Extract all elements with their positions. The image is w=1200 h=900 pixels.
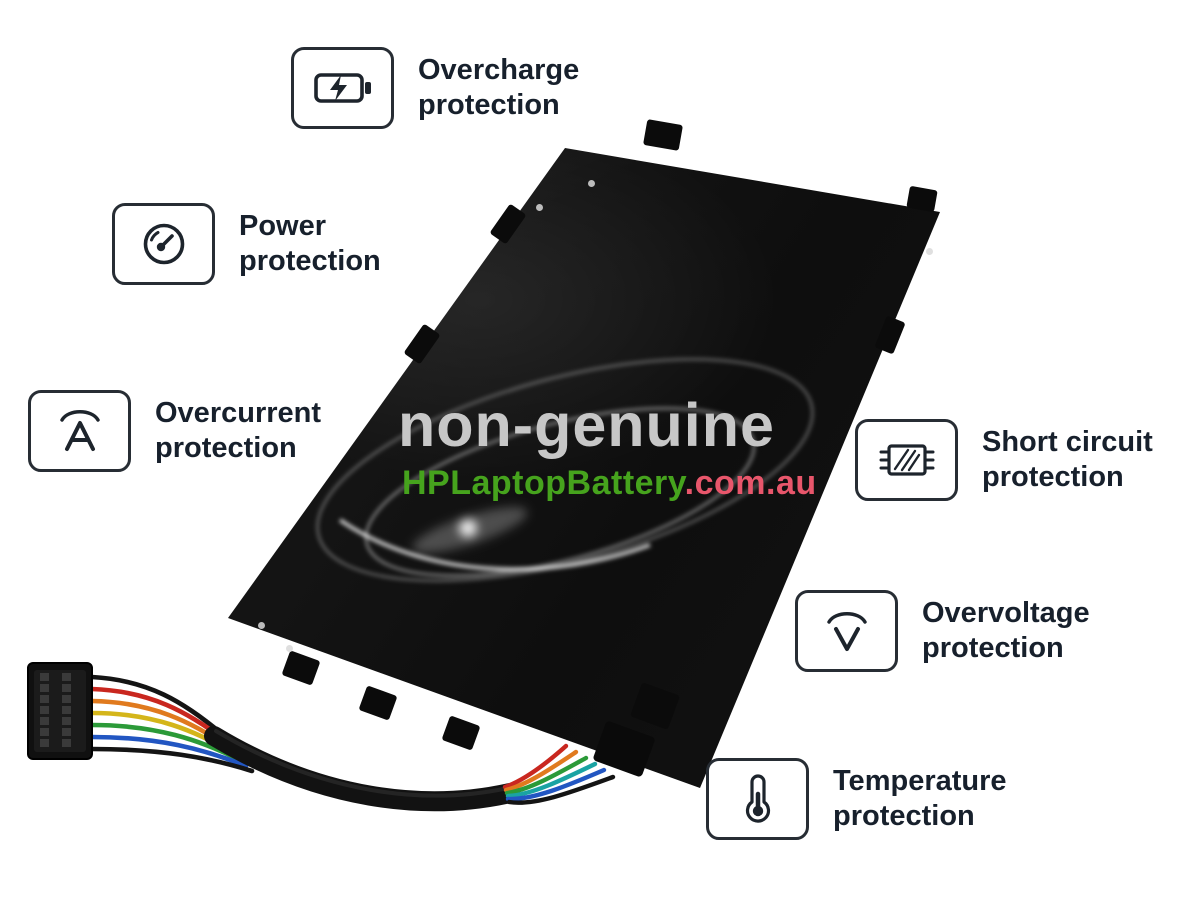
feature-overcurrent: Overcurrent protection	[28, 390, 321, 472]
watermark-brand: HPLaptopBattery.com.au	[402, 464, 817, 503]
feature-overvoltage: Overvoltage protection	[795, 590, 1090, 672]
battery-tab	[643, 119, 683, 151]
feature-short-circuit: Short circuit protection	[855, 419, 1153, 501]
watermark-domain-suffix: .com.au	[684, 464, 817, 502]
battery-rivet	[536, 204, 543, 211]
feature-temperature-label: Temperature protection	[833, 765, 1007, 832]
battery-tab	[358, 685, 398, 721]
battery-charging-icon	[291, 47, 394, 129]
power-gauge-icon	[112, 203, 215, 285]
battery-rivet	[926, 248, 933, 255]
feature-power: Power protection	[112, 203, 381, 285]
battery-rivet	[286, 645, 293, 652]
feature-power-label: Power protection	[239, 210, 381, 277]
feature-temperature: Temperature protection	[706, 758, 1007, 840]
feature-overcurrent-label: Overcurrent protection	[155, 397, 322, 464]
cable-wires	[89, 674, 255, 774]
cable-connector	[27, 662, 93, 760]
battery-rivet	[588, 180, 595, 187]
watermark-brand-name: HPLaptopBattery	[402, 464, 685, 502]
watermark-title: non-genuine	[398, 391, 775, 459]
circuit-chip-icon	[855, 419, 958, 501]
cable-fanout-wires	[502, 743, 616, 805]
battery-tab	[281, 650, 321, 686]
overvoltage-icon	[795, 590, 898, 672]
battery-tab	[906, 185, 938, 213]
thermometer-icon	[706, 758, 809, 840]
battery-tab	[441, 715, 481, 751]
battery-rivet	[258, 622, 265, 629]
overcurrent-ampere-icon	[28, 390, 131, 472]
feature-overcharge: Overcharge protection	[291, 47, 579, 129]
feature-overcharge-label: Overcharge protection	[418, 54, 580, 121]
feature-overvoltage-label: Overvoltage protection	[922, 597, 1090, 664]
feature-short-circuit-label: Short circuit protection	[982, 426, 1153, 493]
